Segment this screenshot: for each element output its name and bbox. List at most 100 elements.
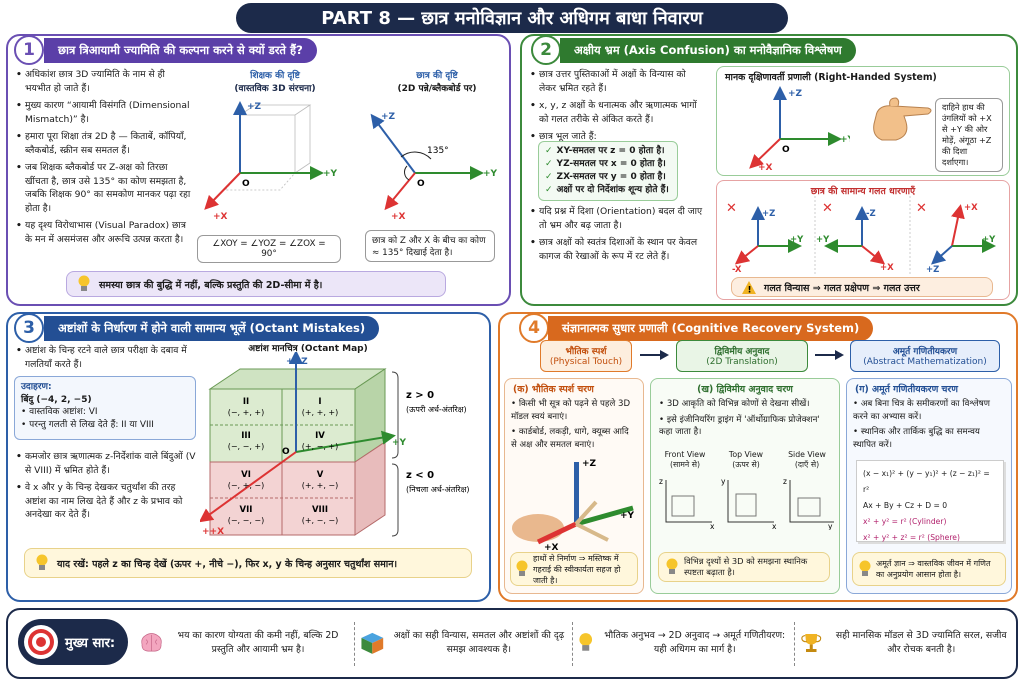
stage-a-heading: (क) भौतिक स्पर्श चरण xyxy=(513,384,594,395)
stage-a-bullet: • किसी भी सूत्र को पढ़ने से पहले 3D मॉडल… xyxy=(511,399,631,422)
svg-text:++X: ++X xyxy=(202,527,224,537)
stage-physical: भौतिक स्पर्श(Physical Touch) xyxy=(540,340,632,372)
summary-label: मुख्य सार: xyxy=(65,636,116,651)
svg-text:+Y: +Y xyxy=(982,235,996,245)
angle-equation: ∠XOY = ∠YOZ = ∠ZOX = 90° xyxy=(197,235,341,263)
svg-text:+Y: +Y xyxy=(620,511,635,521)
stage-2d: द्विविमीय अनुवाद(2D Translation) xyxy=(676,340,808,372)
section-1-bullets: अधिकांश छात्र 3D ज्यामिति के नाम से ही भ… xyxy=(16,68,192,250)
svg-text:+X: +X xyxy=(964,203,978,213)
check-item: ✓YZ-समतल पर x = 0 होता है। xyxy=(545,159,666,169)
student-note: छात्र को Z और X के बीच का कोण ≈ 135° दिख… xyxy=(365,230,495,262)
t-origin: O xyxy=(242,179,250,189)
svg-text:(निचला अर्ध-अंतरिक्ष): (निचला अर्ध-अंतरिक्ष) xyxy=(406,484,470,494)
eq-sphere-general: (x − x₁)² + (y − y₁)² + (z − z₁)² = r² xyxy=(863,469,990,494)
t-axis-z: +Z xyxy=(247,102,262,112)
section-2-number: 2 xyxy=(531,35,561,65)
example-wrong: परन्तु गलती से लिख देते हैं: II या VIII xyxy=(29,419,154,430)
stage-b-tip: विभिन्न दृश्यों से 3D को समझना स्थानिक स… xyxy=(658,552,830,582)
svg-text:+Y: +Y xyxy=(816,235,830,245)
s-axis-y: +Y xyxy=(483,169,498,179)
example-heading: उदाहरण: xyxy=(21,382,52,392)
svg-text:++Z: ++Z xyxy=(286,357,308,367)
ortho-view-diagrams: zx yx zy xyxy=(659,477,834,530)
check-icon: ✓ xyxy=(545,172,553,182)
eq-plane: Ax + By + Cz + D = 0 xyxy=(863,501,948,510)
svg-text:y: y xyxy=(721,477,726,486)
svg-text:+Z: +Z xyxy=(762,209,775,219)
svg-text:+Y: +Y xyxy=(840,135,850,145)
section-1-heading: छात्र त्रिआयामी ज्यामिति की कल्पना करने … xyxy=(44,38,317,63)
tip-text: याद रखें: पहले z का चिन्ह देखें (ऊपर +, … xyxy=(57,558,398,570)
section-3-panel xyxy=(6,312,491,602)
divider xyxy=(354,622,355,666)
bullet: छात्र भूल जाते हैं: xyxy=(530,130,705,144)
svg-text:(−, +, +): (−, +, +) xyxy=(228,408,265,417)
warning-icon: ! xyxy=(742,280,756,294)
rh-axes: +Z +Y +X O xyxy=(749,86,850,173)
cross-icon: ✕ xyxy=(726,201,737,216)
wrong-box: छात्र की सामान्य गलत धारणाएँ xyxy=(716,180,1010,300)
svg-text:y: y xyxy=(828,522,833,530)
brain-icon xyxy=(141,633,162,652)
svg-text:z > 0: z > 0 xyxy=(406,390,434,401)
svg-text:(+, −, +): (+, −, +) xyxy=(302,442,339,451)
stage-c-bullet: • स्थानिक और तार्किक बुद्धि का समन्वय स्… xyxy=(853,427,980,450)
section-2-bullets: छात्र उत्तर पुस्तिकाओं में अक्षों के विन… xyxy=(530,68,705,148)
bullet: हमारा पूरा शिक्षा तंत्र 2D है — किताबें,… xyxy=(16,130,192,157)
check-icon: ✓ xyxy=(545,185,553,195)
section-3-intro: अष्टांश के चिन्ह रटने वाले छात्र परीक्षा… xyxy=(16,344,196,375)
lightbulb-icon xyxy=(516,560,528,576)
summary-panel xyxy=(6,608,1018,679)
svg-text:+Z: +Z xyxy=(926,265,939,274)
bullet: छात्र अक्षों को स्वतंत्र दिशाओं के स्थान… xyxy=(530,236,705,263)
view-side: Side View(दाएँ से) xyxy=(788,450,826,469)
svg-text:+X: +X xyxy=(880,263,894,273)
svg-text:z: z xyxy=(659,477,663,486)
s-axis-x: +X xyxy=(391,212,406,222)
s-origin: O xyxy=(417,179,425,189)
svg-text:VI: VI xyxy=(241,470,251,480)
svg-text:VIII: VIII xyxy=(312,505,328,515)
check-item: ✓अक्षों पर दो निर्देशांक शून्य होते हैं। xyxy=(545,185,669,195)
plane-checklist: ✓XY-समतल पर z = 0 होता है। ✓YZ-समतल पर x… xyxy=(538,141,678,201)
lightbulb-icon xyxy=(579,633,593,651)
s-axis-z: +Z xyxy=(381,112,396,122)
svg-text:O: O xyxy=(282,447,290,457)
rh-note: दाहिने हाथ की उंगलियों को +X से +Y की ओर… xyxy=(935,98,1003,172)
stage-c-tip: अमूर्त ज्ञान ⇒ वास्तविक जीवन में गणित का… xyxy=(852,552,1006,586)
stage-c-heading: (ग) अमूर्त गणितीयकरण चरण xyxy=(855,384,958,395)
summary-item-4: सही मानसिक मॉडल से 3D ज्यामिति सरल, सजीव… xyxy=(800,618,1012,668)
section-4-number: 4 xyxy=(519,313,549,343)
page-title: PART 8 — छात्र मनोविज्ञान और अधिगम बाधा … xyxy=(236,3,788,33)
stage-b-bullet: • इसे इंजीनियरिंग ड्राइंग में 'ऑर्थोग्रा… xyxy=(659,414,820,438)
eq-cylinder: x² + y² = r² (Cylinder) xyxy=(863,517,947,526)
svg-text:V: V xyxy=(317,470,324,480)
svg-text:+Y: +Y xyxy=(790,235,804,245)
section-3-heading: अष्टांशों के निर्धारण में होने वाली सामा… xyxy=(44,316,380,341)
wrong-axes: ✕ +Z +Y -X ✕ -Z +Y +X ✕ +X +Y +Z xyxy=(726,196,996,274)
svg-text:+Z: +Z xyxy=(788,89,803,99)
section-1-number: 1 xyxy=(14,35,44,65)
student-view-sub: (2D पन्ने/ब्लैकबोर्ड पर) xyxy=(397,84,477,94)
eq-sphere: x² + y² + z² = r² (Sphere) xyxy=(863,533,960,542)
axes-diagrams: +Z +Y +X O 135° +Z +Y +X O xyxy=(204,101,498,222)
check-icon: ✓ xyxy=(545,159,553,169)
example-true: वास्तविक अष्टांश: VI xyxy=(29,407,98,417)
example-box: उदाहरण: बिंदु (−4, 2, −5) • वास्तविक अष्… xyxy=(14,376,196,440)
bullet: अधिकांश छात्र 3D ज्यामिति के नाम से ही भ… xyxy=(16,68,192,95)
divider xyxy=(572,622,573,666)
lightbulb-icon xyxy=(78,275,90,291)
svg-text:(+, +, −): (+, +, −) xyxy=(302,481,339,490)
svg-text:+X: +X xyxy=(758,163,773,173)
summary-badge: मुख्य सार: xyxy=(18,619,128,665)
svg-text:z: z xyxy=(783,477,787,486)
svg-text:+X: +X xyxy=(544,543,559,550)
lightbulb-icon xyxy=(36,554,48,570)
section-2-panel xyxy=(520,34,1018,306)
wrong-flow: ! गलत विन्यास ⇒ गलत प्रक्षेपण ⇒ गलत उत्त… xyxy=(731,277,993,297)
summary-item-3: भौतिक अनुभव → 2D अनुवाद → अमूर्त गणितीयर… xyxy=(578,618,788,668)
hand-icon xyxy=(873,97,932,141)
section-3-number: 3 xyxy=(14,313,44,343)
svg-text:II: II xyxy=(243,397,249,407)
